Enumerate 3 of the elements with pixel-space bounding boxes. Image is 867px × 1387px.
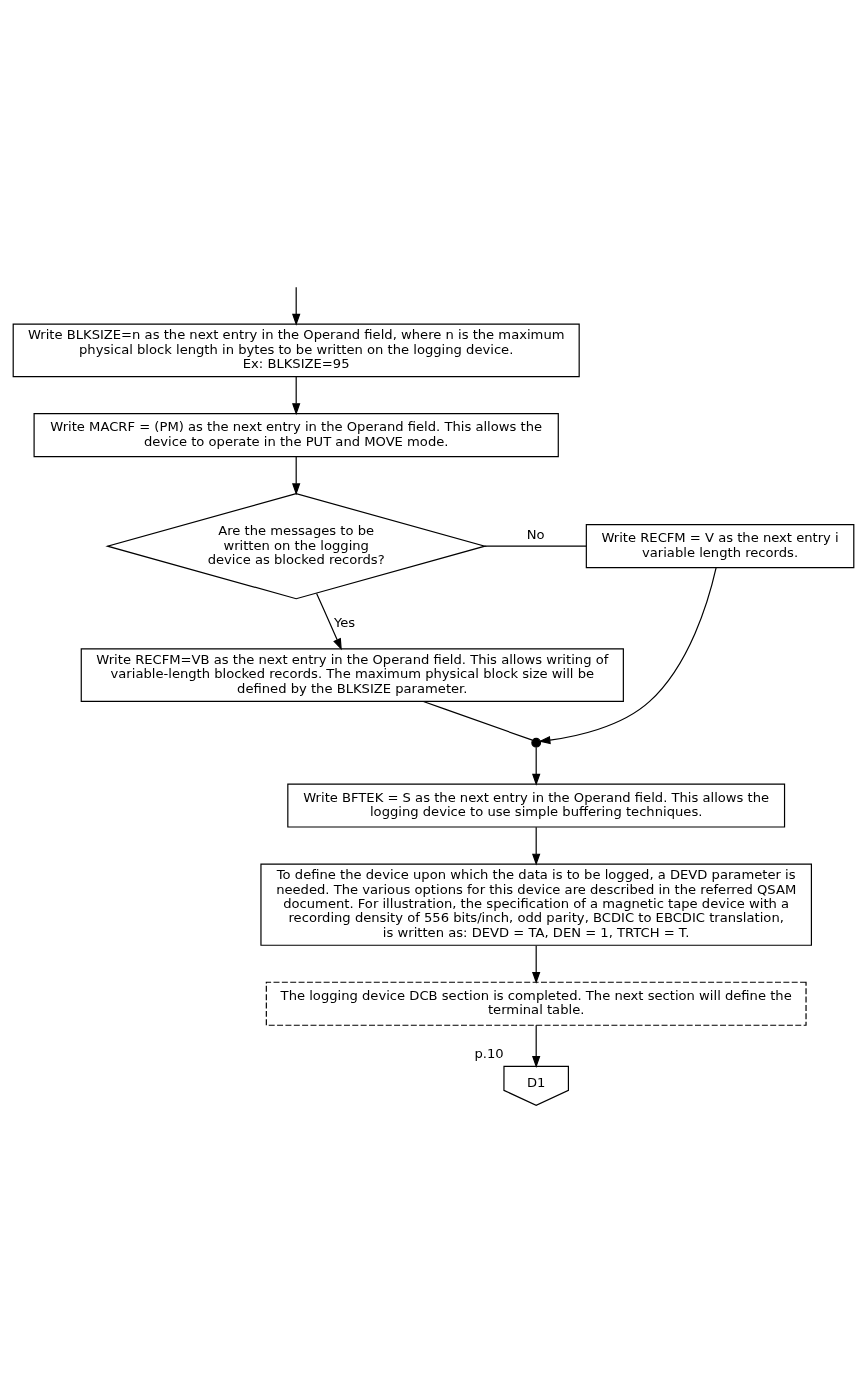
node-label: p.10 [474,1045,504,1061]
edge-label: Yes [333,614,356,630]
edge-label: No [526,526,545,542]
